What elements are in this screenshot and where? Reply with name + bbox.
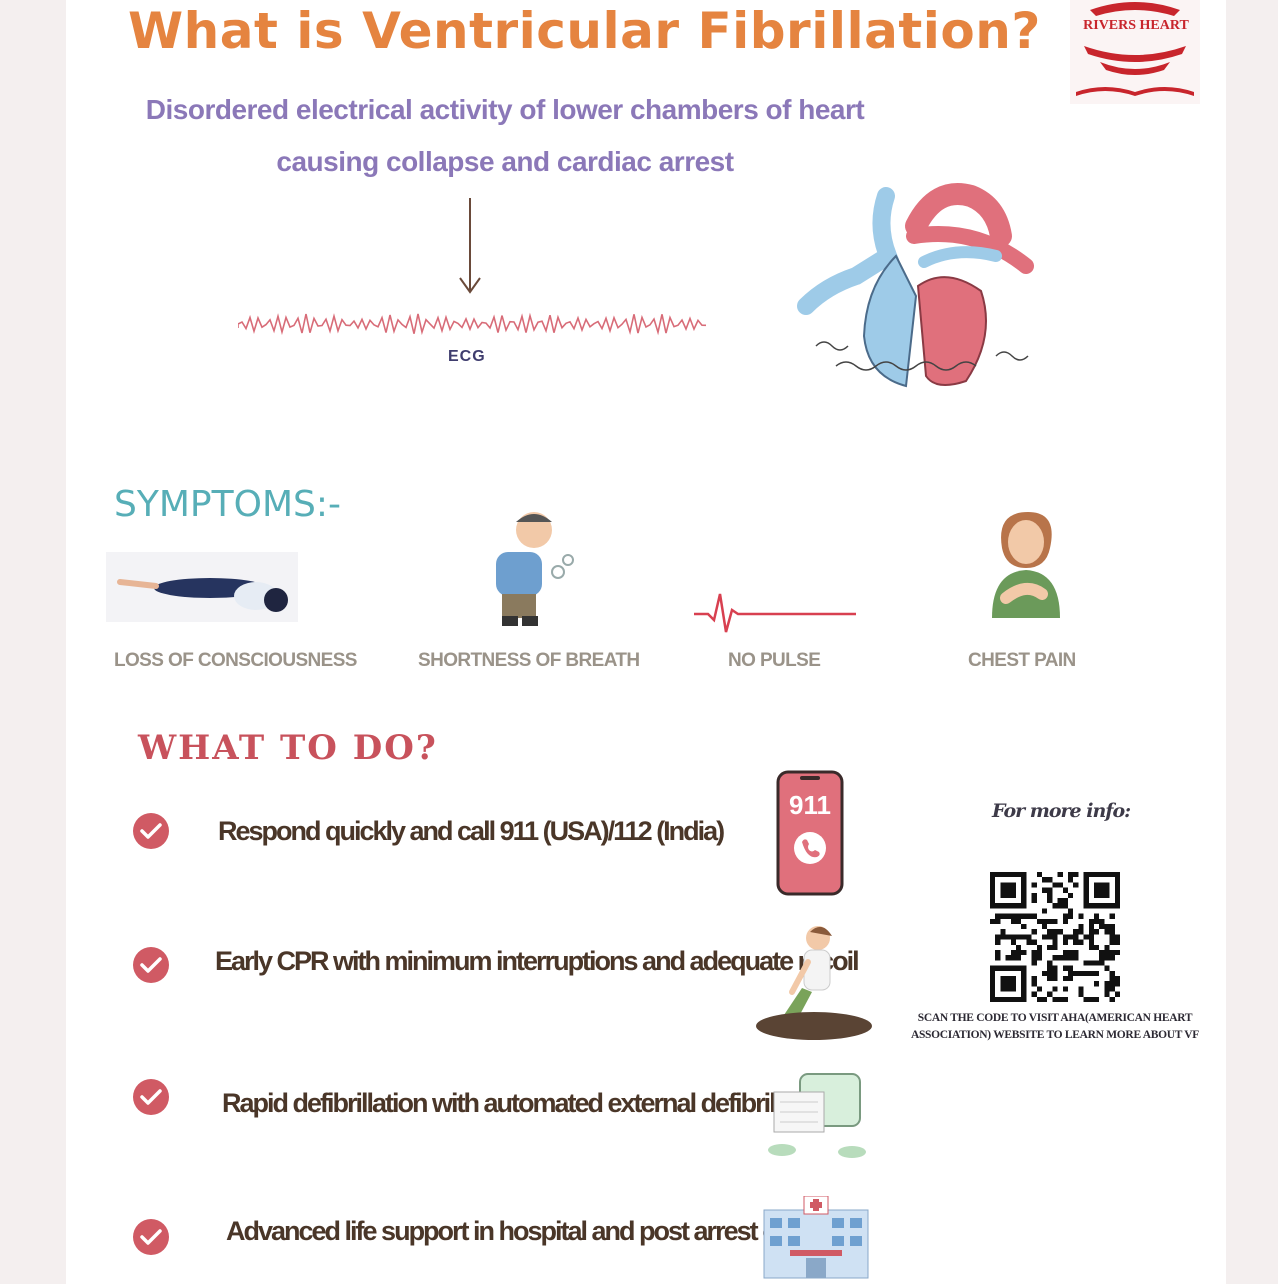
more-info-label: For more info: — [992, 800, 1131, 822]
ecg-label: ECG — [448, 348, 486, 365]
symptom-label: CHEST PAIN — [968, 650, 1076, 671]
action-step: Respond quickly and call 911 (USA)/112 (… — [218, 816, 725, 846]
action-step: Rapid defibrillation with automated exte… — [222, 1088, 825, 1118]
qr-code-icon[interactable] — [990, 872, 1120, 1002]
symptoms-heading: SYMPTOMS:- — [114, 484, 341, 525]
cpr-icon — [756, 926, 872, 1040]
check-circle-icon — [133, 1079, 169, 1115]
qr-caption: SCAN THE CODE TO VISIT AHA(AMERICAN HEAR… — [910, 1012, 1200, 1041]
phone-911-icon — [776, 770, 844, 896]
chest-pain-person-icon — [992, 512, 1060, 618]
unconscious-person-icon — [106, 552, 298, 622]
hospital-icon — [763, 1196, 869, 1279]
down-arrow-icon — [459, 198, 481, 294]
heart-illustration — [797, 183, 1034, 388]
action-step: Early CPR with minimum interruptions and… — [215, 946, 860, 976]
action-step: Advanced life support in hospital and po… — [226, 1216, 812, 1246]
phone-number-label: 911 — [789, 790, 831, 820]
check-circle-icon — [133, 813, 169, 849]
check-circle-icon — [133, 1219, 169, 1255]
ecg-fibrillation-waveform — [238, 312, 707, 336]
symptom-label: LOSS OF CONSCIOUSNESS — [114, 650, 357, 671]
what-to-do-heading: WHAT TO DO? — [138, 728, 438, 768]
rivers-heart-logo — [1070, 0, 1200, 104]
symptom-label: NO PULSE — [728, 650, 821, 671]
infographic-page — [66, 0, 1226, 1284]
defibrillator-icon — [768, 1073, 866, 1158]
symptom-label: SHORTNESS OF BREATH — [418, 650, 640, 671]
page-title: What is Ventricular Fibrillation? — [128, 2, 1041, 60]
breathless-person-icon — [496, 512, 574, 626]
flatline-pulse-icon — [694, 593, 856, 633]
definition-text: Disordered electrical activity of lower … — [145, 94, 865, 177]
check-circle-icon — [133, 947, 169, 983]
logo-text: RIVERS HEART — [1083, 18, 1189, 33]
